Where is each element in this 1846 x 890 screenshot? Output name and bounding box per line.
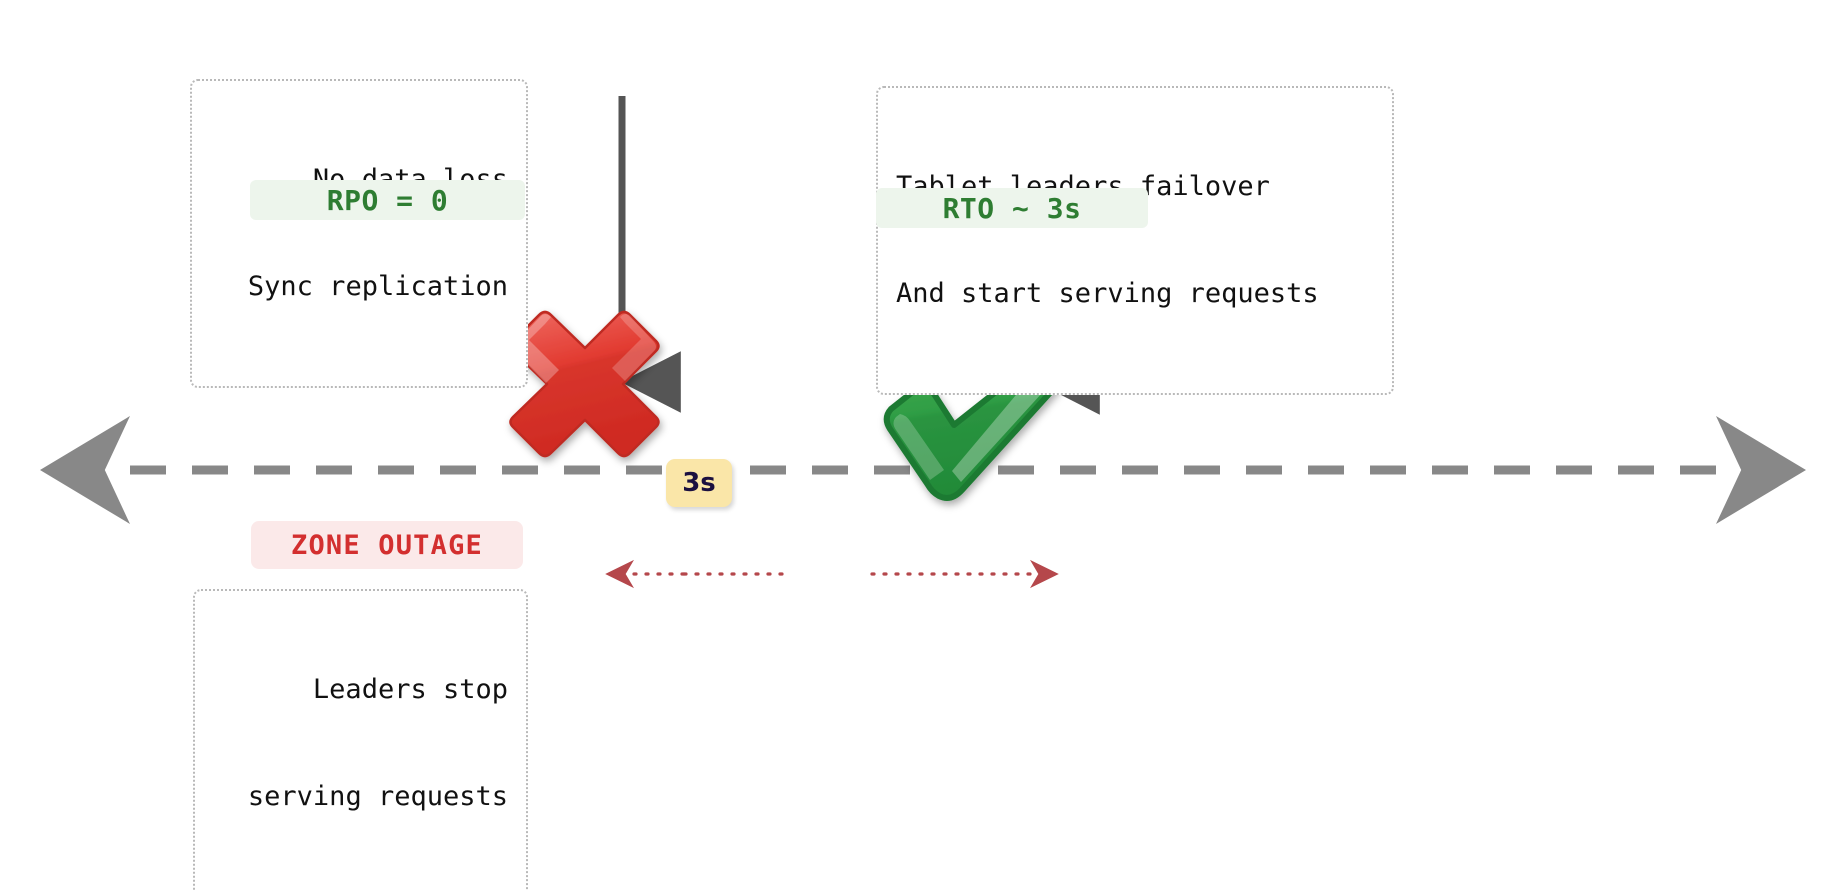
note-tablet-failover: Tablet leaders failover And start servin… — [876, 86, 1394, 395]
duration-badge: 3s — [666, 459, 732, 507]
note-leaders-stop: Leaders stop serving requests — [193, 589, 528, 890]
note-no-data-loss: No data loss Sync replication — [190, 79, 528, 388]
note-line: And start serving requests — [896, 278, 1319, 310]
note-line: serving requests — [247, 781, 508, 813]
note-line: Leaders stop — [312, 674, 508, 706]
metric-rpo: RPO = 0 — [250, 180, 525, 220]
metric-rto: RTO ~ 3s — [876, 188, 1148, 228]
status-badge-zone-outage: ZONE OUTAGE — [251, 521, 523, 569]
note-line: Sync replication — [247, 271, 508, 303]
cross-mark-icon — [509, 310, 660, 458]
